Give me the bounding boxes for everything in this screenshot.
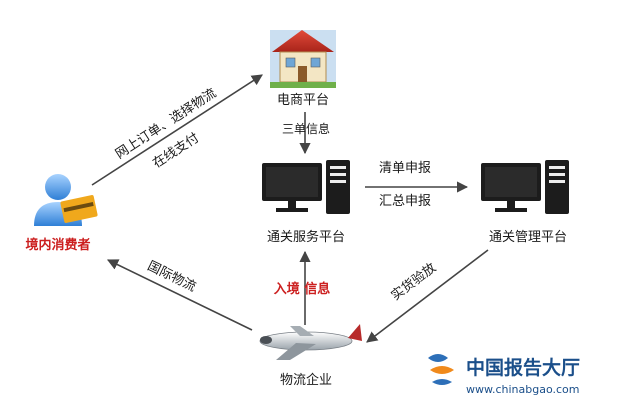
house-icon	[270, 30, 336, 88]
edge-summary-declare-label: 汇总申报	[379, 194, 431, 209]
consumer-person-icon	[34, 174, 98, 226]
node-management-label: 通关管理平台	[489, 230, 567, 245]
computer-icon-management	[481, 160, 569, 214]
edge-entry-info-label: 入境 信息	[274, 281, 331, 297]
brand-logo: 中国报告大厅 www.chinabgao.com	[428, 354, 580, 396]
brand-mark-icon	[428, 354, 454, 385]
node-service-label: 通关服务平台	[267, 229, 345, 245]
node-ecommerce-label: 电商平台	[277, 93, 329, 108]
edge-intl-logistics-label: 国际物流	[145, 259, 198, 295]
computer-icon-service	[262, 160, 350, 214]
arrow-management-to-logistics	[366, 249, 489, 343]
brand-url: www.chinabgao.com	[466, 383, 580, 396]
airplane-icon	[259, 324, 362, 360]
edge-inspect-release-label: 实货验放	[388, 260, 439, 304]
edge-list-declare-label: 清单申报	[379, 161, 431, 176]
node-logistics-label: 物流企业	[280, 372, 332, 388]
brand-name: 中国报告大厅	[466, 356, 580, 379]
node-consumer-label: 境内消费者	[25, 237, 90, 253]
edge-three-docs-label: 三单信息	[282, 121, 330, 136]
arrow-consumer-to-ecommerce	[91, 74, 263, 186]
arrow-logistics-to-consumer	[106, 259, 253, 331]
